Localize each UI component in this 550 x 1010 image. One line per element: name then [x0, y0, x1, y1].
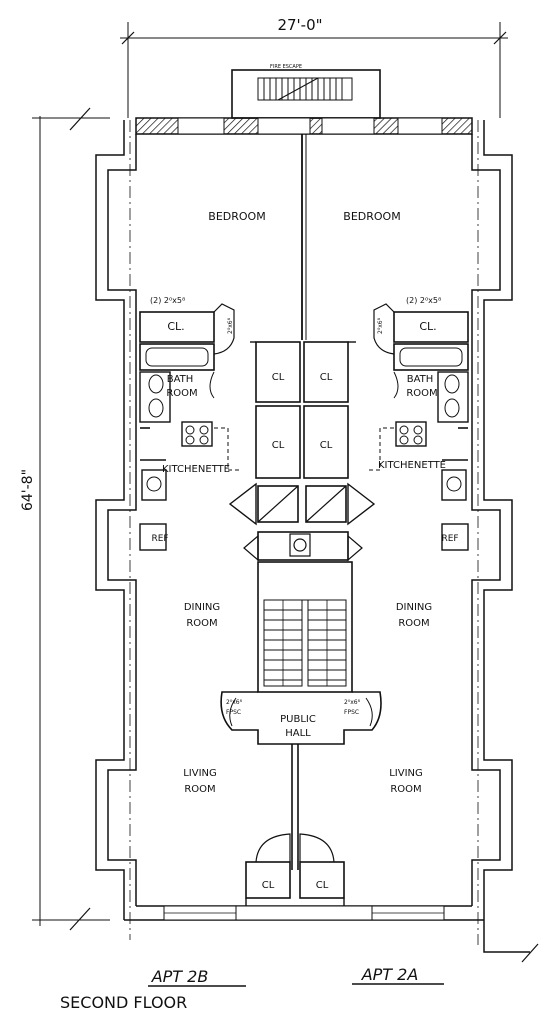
entry-closet-label-1: CL	[262, 880, 275, 891]
left-door-note: 2⁰x6⁸	[227, 317, 234, 334]
left-bedroom-label: BEDROOM	[208, 210, 265, 223]
width-dimension: 27'-0"	[120, 16, 508, 118]
core-closet-label-2: CL	[320, 372, 333, 383]
left-bath-label-2: ROOM	[166, 388, 197, 399]
core-closet-label-1: CL	[272, 372, 285, 383]
left-party-wall	[95, 120, 137, 940]
hall-door-note-right: 2⁰x6⁸	[344, 699, 361, 706]
width-dimension-label: 27'-0"	[277, 16, 322, 34]
right-living-label-1: LIVING	[389, 768, 423, 779]
right-closet-label: CL.	[419, 320, 436, 333]
right-door-note: 2⁰x6⁸	[377, 317, 384, 334]
right-dining-label-1: DINING	[396, 602, 432, 613]
left-ref-label: REF	[151, 534, 168, 544]
right-bath-label-2: ROOM	[406, 388, 437, 399]
left-dining-label-2: ROOM	[186, 618, 217, 629]
right-party-wall	[471, 120, 539, 963]
core-closet-label-4: CL	[320, 440, 333, 451]
left-window-note: (2) 2⁰x5⁸	[150, 296, 185, 305]
stair	[257, 561, 353, 693]
right-window-note: (2) 2⁰x5⁸	[406, 296, 441, 305]
central-core	[228, 341, 376, 562]
entry-closets	[245, 833, 345, 906]
public-hall	[220, 691, 382, 745]
depth-dimension: 64'-8"	[20, 107, 110, 931]
entry-closet-label-2: CL	[316, 880, 329, 891]
right-bedroom-label: BEDROOM	[343, 210, 400, 223]
hall-door-tag-left: FPSC	[226, 709, 241, 716]
left-bath-label-1: BATH	[167, 374, 194, 385]
hall-door-tag-right: FPSC	[344, 709, 359, 716]
fire-escape-label: FIRE ESCAPE	[270, 64, 302, 70]
apt-2a-label: APT 2A	[361, 965, 419, 984]
right-living-label-2: ROOM	[390, 784, 421, 795]
apt-2b-label: APT 2B	[151, 967, 209, 986]
left-closet-label: CL.	[167, 320, 184, 333]
fire-escape: FIRE ESCAPE	[231, 64, 381, 119]
right-bath-label-1: BATH	[407, 374, 434, 385]
public-hall-label-2: HALL	[285, 728, 311, 739]
right-ref-label: REF	[441, 534, 458, 544]
left-kitchenette-label: KITCHENETTE	[162, 464, 230, 475]
public-hall-label-1: PUBLIC	[280, 714, 316, 725]
depth-dimension-label: 64'-8"	[20, 469, 36, 511]
left-apt-fixtures	[139, 303, 240, 551]
right-dining-label-2: ROOM	[398, 618, 429, 629]
left-dining-label-1: DINING	[184, 602, 220, 613]
hall-door-note-left: 2⁰x6⁸	[226, 699, 243, 706]
floor-label: SECOND FLOOR	[60, 993, 187, 1010]
right-kitchenette-label: KITCHENETTE	[378, 460, 446, 471]
left-living-label-1: LIVING	[183, 768, 217, 779]
right-apt-fixtures	[368, 303, 469, 551]
left-living-label-2: ROOM	[184, 784, 215, 795]
core-closet-label-3: CL	[272, 440, 285, 451]
front-wall	[124, 905, 484, 921]
